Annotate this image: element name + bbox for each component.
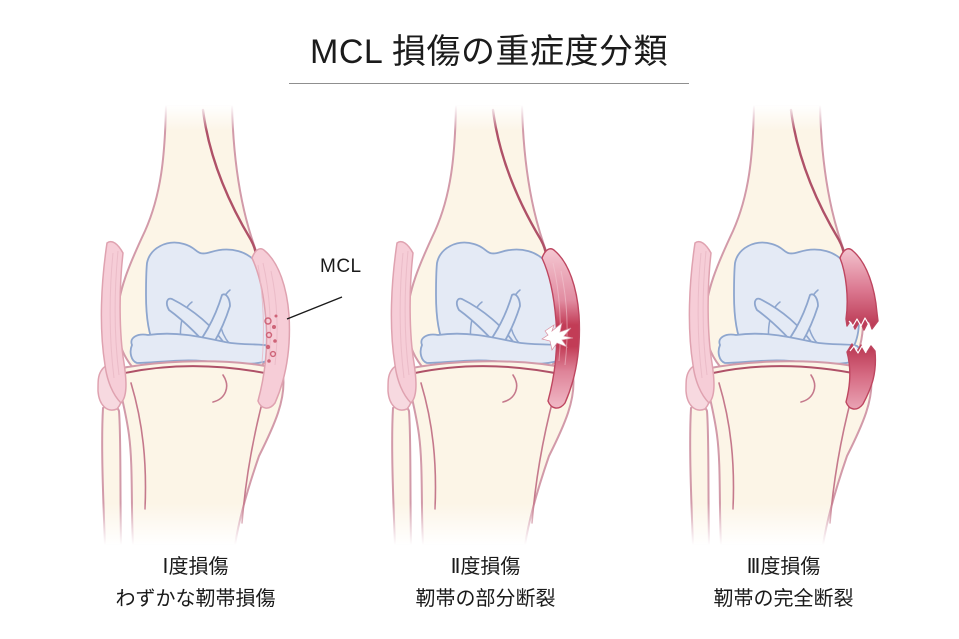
grade-label: Ⅱ度損傷 bbox=[450, 556, 521, 578]
grade-description: わずかな靭帯損傷 bbox=[115, 588, 276, 610]
torn-lower-stump bbox=[845, 343, 877, 410]
grade-label: Ⅲ度損傷 bbox=[746, 556, 821, 578]
partial-tear-burst bbox=[541, 322, 574, 351]
damage-speckles bbox=[264, 314, 278, 363]
grade-1-caption: Ⅰ度損傷 わずかな靭帯損傷 bbox=[88, 555, 303, 611]
grade-3-caption: Ⅲ度損傷 靭帯の完全断裂 bbox=[676, 555, 891, 611]
page-title: MCL 損傷の重症度分類 bbox=[310, 33, 668, 71]
grade-2-panel: Ⅱ度損傷 靭帯の部分断裂 bbox=[378, 105, 593, 625]
mcl-pointer-line bbox=[286, 296, 343, 320]
grade-3-panel: Ⅲ度損傷 靭帯の完全断裂 bbox=[676, 105, 891, 625]
grade-description: 靭帯の完全断裂 bbox=[713, 588, 854, 610]
grade-2-caption: Ⅱ度損傷 靭帯の部分断裂 bbox=[378, 555, 593, 611]
torn-upper-stump bbox=[839, 248, 879, 331]
grade-1-panel: Ⅰ度損傷 わずかな靭帯損傷 bbox=[88, 105, 303, 625]
title-underline bbox=[289, 83, 689, 84]
grade-description: 靭帯の部分断裂 bbox=[415, 588, 556, 610]
mcl-ligament-mild-damage bbox=[251, 248, 291, 409]
mcl-ligament-complete-tear bbox=[839, 248, 879, 410]
mcl-ligament-partial-tear bbox=[541, 248, 581, 409]
knee-illustration-grade-1 bbox=[88, 105, 303, 545]
knee-illustration-grade-3 bbox=[676, 105, 891, 545]
mcl-annotation-label: MCL bbox=[320, 256, 362, 277]
title-block: MCL 損傷の重症度分類 bbox=[279, 24, 699, 84]
grade-label: Ⅰ度損傷 bbox=[162, 556, 229, 578]
knee-illustration-grade-2 bbox=[378, 105, 593, 545]
